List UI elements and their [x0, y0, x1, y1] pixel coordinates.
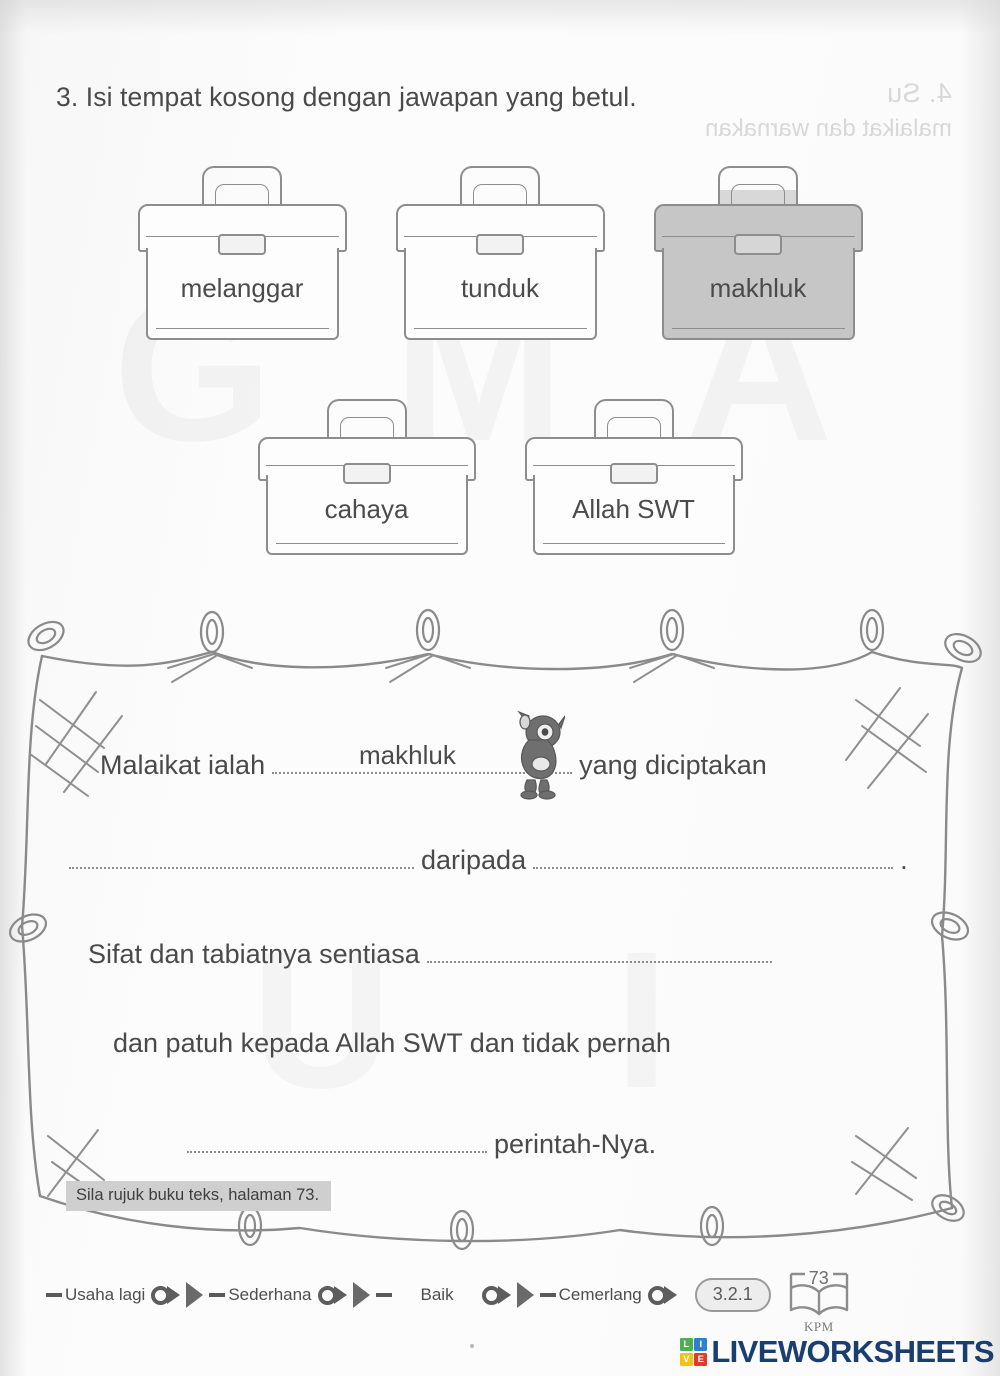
arrow-right-icon	[333, 1286, 347, 1304]
word-bank-row-2: cahaya Allah SWT	[0, 393, 1000, 555]
toolbox-handle-icon	[460, 166, 540, 215]
textbook-page-badge: 73 KPM	[783, 1266, 855, 1334]
question-instruction: 3. Isi tempat kosong dengan jawapan yang…	[56, 82, 637, 112]
blank-field-5[interactable]	[187, 1123, 487, 1154]
liveworksheets-logo[interactable]: L I V E LIVEWORKSHEETS	[679, 1334, 995, 1370]
open-book-icon	[789, 1272, 848, 1316]
bleedthrough-line-1: 4. Su	[886, 78, 952, 108]
dash-icon	[539, 1293, 556, 1297]
logo-tile-l: L	[679, 1338, 693, 1352]
dash-icon	[375, 1293, 392, 1297]
word-box-melanggar[interactable]: melanggar	[136, 160, 349, 345]
word-label: makhluk	[709, 272, 807, 303]
sentence-text: daripada	[421, 845, 527, 876]
word-label: tunduk	[460, 272, 540, 303]
page-number: 73	[808, 1268, 829, 1288]
arrow-right-icon	[167, 1286, 181, 1304]
rating-label: Baik	[420, 1285, 454, 1304]
logo-tiles-icon: L I V E	[679, 1338, 708, 1366]
sentence-text: Sifat dan tabiatnya sentiasa	[88, 939, 420, 970]
arrow-right-icon	[497, 1286, 511, 1304]
word-box-cahaya[interactable]: cahaya	[256, 393, 478, 555]
logo-tile-e: E	[694, 1352, 708, 1366]
rating-label: Cemerlang	[558, 1285, 642, 1304]
publisher-label: KPM	[803, 1319, 834, 1334]
word-bank-row-1: melanggar tunduk makhluk	[0, 160, 1000, 345]
word-label: Allah SWT	[572, 493, 695, 524]
word-box-tunduk[interactable]: tunduk	[394, 160, 607, 345]
word-box-makhluk[interactable]: makhluk	[652, 160, 865, 345]
toolbox-body: makhluk	[661, 248, 855, 340]
bleedthrough-line-2: malaikat dan warnakan	[705, 115, 952, 142]
toolbox-latch-icon	[218, 234, 266, 255]
logo-tile-i: I	[694, 1338, 708, 1352]
sentence-line-2: daripada .	[62, 839, 908, 876]
toolbox-handle-icon	[718, 166, 798, 215]
dash-icon	[209, 1293, 226, 1297]
blank-field-4[interactable]	[426, 933, 772, 964]
page-dot-mark	[470, 1344, 474, 1348]
toolbox-handle-icon	[202, 166, 282, 215]
blank-field-3[interactable]	[533, 839, 894, 870]
rating-usaha-lagi[interactable]: Usaha lagi	[46, 1285, 181, 1305]
answer-chip-makhluk[interactable]: makhluk	[359, 740, 456, 770]
logo-tile-v: V	[679, 1352, 693, 1366]
rating-sederhana[interactable]: Sederhana	[209, 1285, 347, 1305]
rope-frame-panel: Malaikat ialah yang diciptakan daripada …	[0, 596, 1000, 1256]
rope-border-decoration	[8, 608, 982, 1251]
sentence-line-5: perintah-Nya.	[180, 1123, 656, 1160]
sentence-text: yang diciptakan	[579, 750, 767, 781]
sentence-line-3: Sifat dan tabiatnya sentiasa	[88, 933, 779, 970]
arrow-right-icon	[663, 1286, 677, 1304]
toolbox-body: melanggar	[145, 248, 339, 340]
separator-arrow-icon	[186, 1282, 204, 1308]
separator-arrow-icon	[516, 1282, 534, 1308]
toolbox-body: tunduk	[403, 248, 597, 340]
rating-cemerlang[interactable]: Cemerlang	[539, 1285, 677, 1305]
rating-baik[interactable]: Baik	[375, 1285, 511, 1305]
sentence-text: perintah-Nya.	[494, 1129, 657, 1160]
word-label: melanggar	[180, 272, 304, 303]
self-assessment-bar: Usaha lagi Sederhana Baik Cemerlang 3.	[0, 1262, 1000, 1334]
toolbox-latch-icon	[342, 463, 391, 484]
mascot-character-icon	[517, 710, 565, 800]
blank-field-2[interactable]	[69, 839, 414, 870]
separator-arrow-icon	[352, 1282, 370, 1308]
toolbox-handle-icon	[593, 399, 674, 448]
toolbox-latch-icon	[476, 234, 524, 255]
dash-icon	[46, 1293, 62, 1297]
sentence-line-1: Malaikat ialah yang diciptakan	[100, 744, 767, 781]
word-box-allah-swt[interactable]: Allah SWT	[523, 393, 745, 555]
sentence-period: .	[900, 845, 908, 876]
word-bank: melanggar tunduk makhluk	[0, 160, 1000, 555]
toolbox-body: Allah SWT	[532, 475, 735, 555]
logo-wordmark: LIVEWORKSHEETS	[711, 1334, 994, 1369]
scan-edge-top	[0, 0, 1000, 34]
toolbox-latch-icon	[609, 463, 658, 484]
blank-field-1[interactable]	[272, 744, 573, 775]
toolbox-body: cahaya	[265, 475, 468, 555]
word-label: cahaya	[324, 493, 409, 524]
sentence-text: Malaikat ialah	[100, 750, 266, 781]
textbook-reference-note: Sila rujuk buku teks, halaman 73.	[66, 1181, 332, 1211]
learning-standard-code: 3.2.1	[694, 1278, 771, 1312]
rating-label: Usaha lagi	[65, 1285, 146, 1304]
bleedthrough-text: 4. Su malaikat dan warnakan	[705, 78, 952, 143]
rating-label: Sederhana	[228, 1285, 312, 1304]
sentence-line-4: dan patuh kepada Allah SWT dan tidak per…	[113, 1028, 671, 1059]
toolbox-handle-icon	[326, 399, 407, 448]
fill-in-blank-sentences: Malaikat ialah yang diciptakan daripada …	[0, 596, 1000, 1256]
sentence-text: dan patuh kepada Allah SWT dan tidak per…	[113, 1028, 671, 1058]
toolbox-latch-icon	[734, 234, 782, 255]
